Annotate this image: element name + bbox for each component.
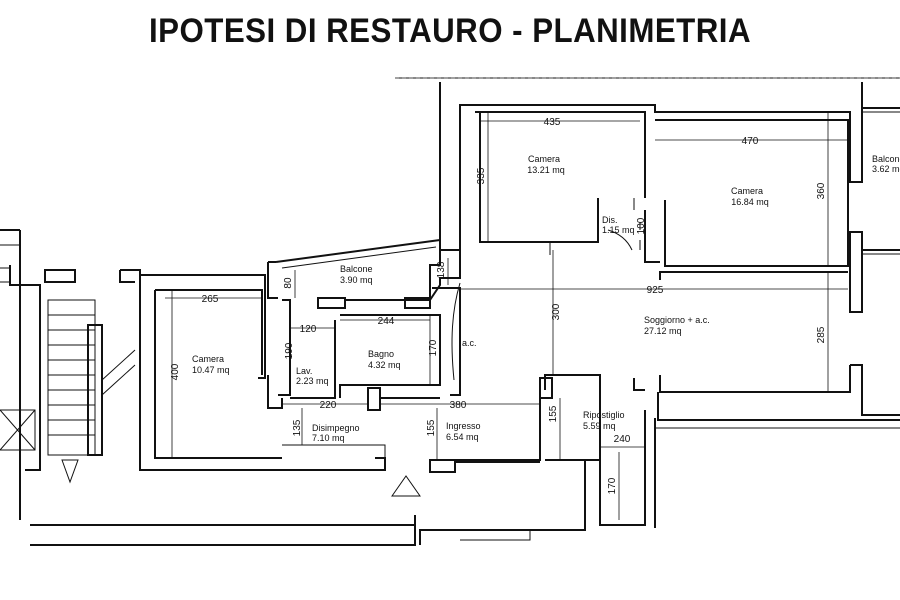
room-name: Soggiorno + a.c. [644,315,710,325]
dim-label: 80 [283,277,294,289]
dim-label: 285 [816,326,827,343]
room-name: Balcone [340,264,373,274]
room-area: 2.23 mq [296,376,329,386]
room-name: Lav. [296,366,312,376]
entrance-triangle-icon [391,475,421,497]
room-area: 4.32 mq [368,360,401,370]
dim-label: 138 [436,261,447,278]
room-name: Dis. [602,215,618,225]
room-name: Camera [528,154,560,164]
dim-label: 470 [742,136,759,147]
dim-label: 155 [548,405,559,422]
room-labels: Camera 13.21 mq Camera 16.84 mq Dis. 1.1… [192,154,900,443]
left-wing-walls [0,239,441,471]
room-name: Ingresso [446,421,481,431]
room-name: Camera [731,186,763,196]
dim-label: 190 [284,342,295,359]
dim-label: 170 [428,339,439,356]
dim-label: 100 [636,217,647,234]
dim-label: 244 [378,316,395,327]
dim-label: 240 [614,434,631,445]
dim-label: 380 [450,400,467,411]
ac-label: a.c. [462,338,477,348]
room-area: 6.54 mq [446,432,479,442]
room-area: 27.12 mq [644,326,682,336]
dim-label: 265 [202,294,219,305]
dim-label: 135 [292,419,303,436]
dim-label: 220 [320,400,337,411]
dim-label: 120 [300,324,317,335]
room-area: 5.59 mq [583,421,616,431]
dim-label: 400 [170,363,181,380]
dim-label: 925 [647,285,664,296]
room-name: Ripostiglio [583,410,625,420]
dim-label: 300 [551,303,562,320]
room-area: 7.10 mq [312,433,345,443]
dim-label: 360 [816,182,827,199]
room-name: Camera [192,354,224,364]
dim-label: 170 [607,477,618,494]
room-name: Bagno [368,349,394,359]
room-area: 10.47 mq [192,365,230,375]
dim-label: 155 [426,419,437,436]
room-name: Balcone [872,154,900,164]
room-area: 1.15 mq [602,225,635,235]
dimension-lines [165,112,848,520]
outer-walls [30,77,900,546]
plan-title: IPOTESI DI RESTAURO - PLANIMETRIA [149,12,751,50]
dimension-labels: 435 335 470 360 100 138 80 265 120 244 9… [170,117,827,494]
room-name: Disimpegno [312,423,360,433]
dim-label: 335 [476,167,487,184]
room-area: 3.62 mq [872,164,900,174]
dim-label: 435 [544,117,561,128]
room-area: 3.90 mq [340,275,373,285]
staircase [0,229,136,520]
room-area: 13.21 mq [527,165,565,175]
door-arcs [549,198,641,255]
room-area: 16.84 mq [731,197,769,207]
